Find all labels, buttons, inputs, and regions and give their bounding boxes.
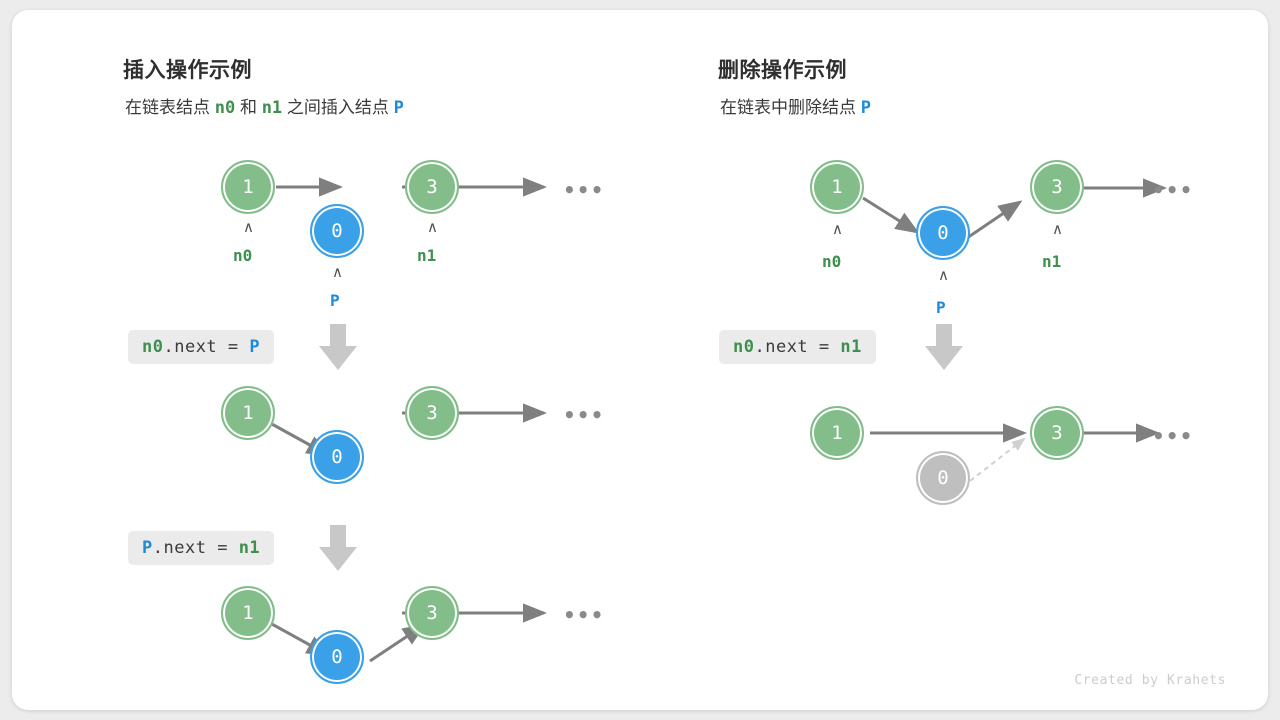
node-value: 1 <box>810 406 864 460</box>
code-target: P <box>142 538 153 558</box>
pointer-label-n0: n0 <box>233 246 253 265</box>
code-equals: = <box>217 538 228 558</box>
code-target: n0 <box>733 337 755 357</box>
right-panel-subtitle: 在链表中删除结点 P <box>720 93 871 118</box>
pointer-caret: ∧ <box>243 218 254 236</box>
right-step2-links <box>870 423 1160 482</box>
diagram-card: 插入操作示例 在链表结点 n0 和 n1 之间插入结点 P 1 ∧ n0 0 ∧… <box>12 10 1268 710</box>
code-field: .next <box>163 337 218 357</box>
node-value: 1 <box>810 160 864 214</box>
step-down-arrow-icon <box>925 324 963 370</box>
code-value: n1 <box>840 337 862 357</box>
subtitle-ref-p: P <box>393 98 404 118</box>
code-field: .next <box>152 538 207 558</box>
subtitle-text-part2: 和 <box>239 98 257 117</box>
node-value: 3 <box>1030 160 1084 214</box>
node-value: 0 <box>310 630 364 684</box>
node-value: 1 <box>221 586 275 640</box>
subtitle-text-part1: 在链表结点 <box>125 98 210 117</box>
code-chip-n0-next-n1: n0.next = n1 <box>719 330 876 364</box>
ellipsis-dots: ••• <box>1152 178 1194 202</box>
code-value: P <box>249 337 261 357</box>
node-value: 1 <box>221 386 275 440</box>
right-panel-title: 删除操作示例 <box>718 59 847 82</box>
node-value: 3 <box>1030 406 1084 460</box>
pointer-caret: ∧ <box>832 220 843 238</box>
subtitle-ref-n1: n1 <box>261 98 283 118</box>
node-value: 0 <box>310 204 364 258</box>
node-value: 0 <box>310 430 364 484</box>
left-step3-links <box>269 603 547 663</box>
subtitle-text-part3: 之间插入结点 <box>286 98 389 117</box>
pointer-label-n0: n0 <box>822 252 842 271</box>
pointer-caret: ∧ <box>1052 220 1063 238</box>
code-chip-n0-next-p: n0.next = P <box>128 330 275 364</box>
code-target: n0 <box>142 337 164 357</box>
code-equals: = <box>818 337 830 357</box>
pointer-label-p: P <box>936 298 946 317</box>
pointer-label-n1: n1 <box>417 246 437 265</box>
node-value-deleted: 0 <box>916 451 970 505</box>
ellipsis-dots: ••• <box>1152 424 1194 448</box>
node-value: 3 <box>405 160 459 214</box>
code-value: n1 <box>238 538 261 558</box>
ellipsis-dots: ••• <box>563 178 605 202</box>
left-step1-links <box>276 177 547 197</box>
subtitle-ref-n0: n0 <box>214 98 236 118</box>
node-value: 3 <box>405 386 459 440</box>
node-value: 3 <box>405 586 459 640</box>
credit-text: Created by Krahets <box>1074 673 1226 688</box>
step-down-arrow-icon <box>319 525 357 571</box>
ellipsis-dots: ••• <box>563 403 605 427</box>
right-step1-links <box>862 178 1167 240</box>
left-panel-title: 插入操作示例 <box>123 59 252 82</box>
pointer-caret: ∧ <box>332 263 343 281</box>
pointer-caret: ∧ <box>427 218 438 236</box>
pointer-caret: ∧ <box>938 266 949 284</box>
pointer-label-n1: n1 <box>1042 252 1062 271</box>
code-equals: = <box>227 337 239 357</box>
code-chip-p-next-n1: P.next = n1 <box>128 531 275 565</box>
step-down-arrow-icon <box>319 324 357 370</box>
ellipsis-dots: ••• <box>563 603 605 627</box>
code-field: .next <box>754 337 809 357</box>
subtitle-ref-p: P <box>860 98 871 118</box>
pointer-label-p: P <box>330 291 340 310</box>
subtitle-text-part1: 在链表中删除结点 <box>720 98 856 117</box>
node-value: 0 <box>916 206 970 260</box>
node-value: 1 <box>221 160 275 214</box>
left-panel-subtitle: 在链表结点 n0 和 n1 之间插入结点 P <box>125 93 404 118</box>
